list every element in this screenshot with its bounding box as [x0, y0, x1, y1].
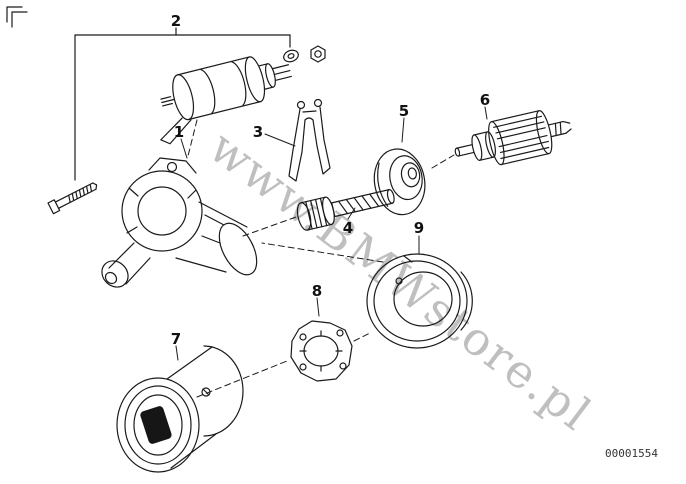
brush-plate-drawing — [290, 320, 353, 382]
callout-5: 5 — [399, 102, 409, 120]
pinion-shaft-drawing — [296, 188, 395, 231]
callout-3: 3 — [253, 123, 263, 141]
callout-2: 2 — [171, 12, 181, 30]
solenoid-drawing — [160, 56, 292, 145]
watermark: www.BMWstore.pl — [199, 120, 601, 442]
housing-cap-drawing — [116, 345, 244, 473]
assembly-axis-lines — [187, 119, 455, 398]
armature-drawing — [454, 110, 572, 166]
engagement-fork-drawing — [288, 98, 331, 182]
callout-2-bracket — [74, 27, 291, 181]
callout-1: 1 — [174, 123, 184, 141]
nut-drawing — [310, 45, 326, 63]
corner-mark-icon — [6, 6, 28, 28]
callout-8: 8 — [312, 282, 322, 300]
callout-4: 4 — [343, 219, 353, 237]
starter-body-drawing — [101, 157, 258, 288]
callout-7: 7 — [171, 330, 181, 348]
callout-6: 6 — [480, 91, 490, 109]
drive-end-shield-drawing — [373, 148, 426, 216]
callout-9: 9 — [414, 219, 424, 237]
part-number-label: 00001554 — [605, 447, 658, 460]
callout-leader-lines — [175, 106, 488, 361]
field-housing-drawing — [366, 253, 473, 349]
mounting-bolt-drawing — [47, 182, 98, 215]
washer-drawing — [283, 49, 299, 63]
